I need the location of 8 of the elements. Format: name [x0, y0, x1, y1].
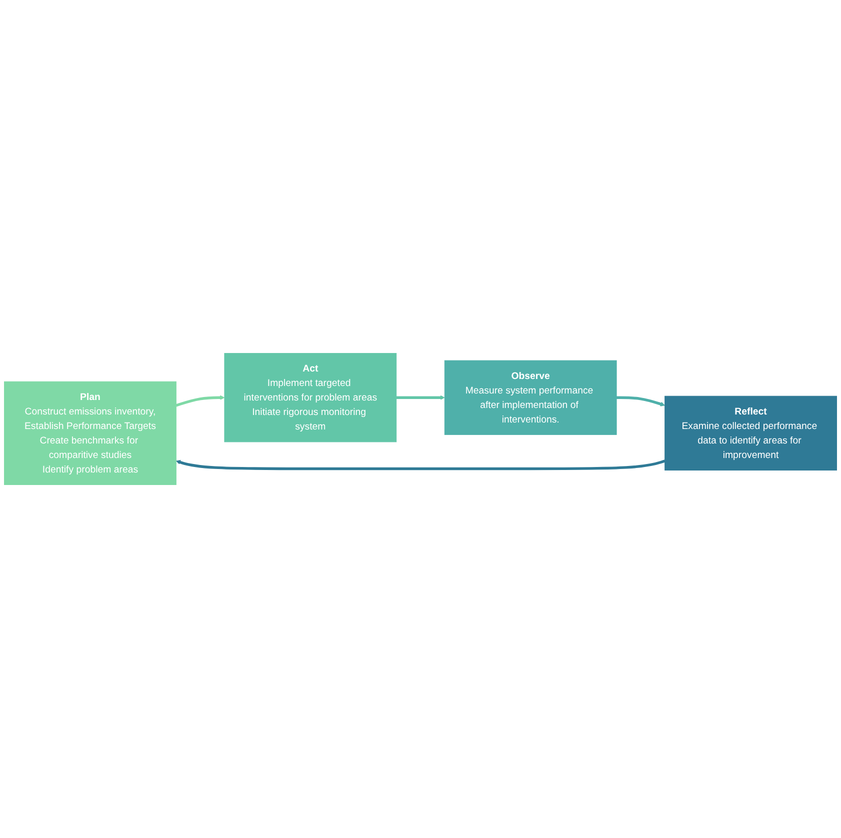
node-box: Observe Measure system performance after implementation of interventions.: [444, 360, 617, 435]
arrow: [616, 396, 666, 406]
arrow: [396, 395, 445, 400]
node-box: Reflect Examine collected performance data to identify areas for improvement: [664, 396, 837, 470]
node-box: Plan Construct emissions inventory, Establish Performance Targets Create benchmarks for comparitive studies Identify problem areas: [4, 381, 176, 485]
arrow: [176, 395, 225, 407]
arrow: [176, 460, 666, 470]
node-box: Act Implement targeted interventions for problem areas Initiate rigorous monitoring system: [224, 353, 397, 442]
